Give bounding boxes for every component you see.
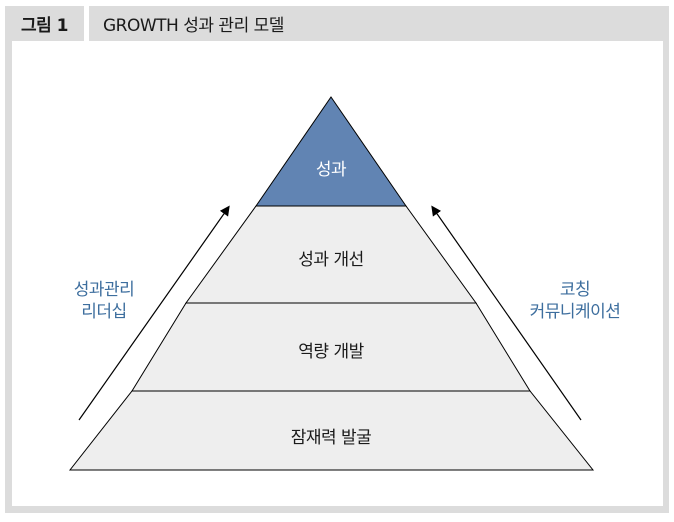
right-side-label: 코칭 커뮤니케이션 [530, 279, 621, 323]
header-divider [84, 6, 89, 41]
left-label-line1: 성과관리 [73, 280, 135, 300]
right-label-line1: 코칭 [559, 280, 591, 300]
layer-label-performance-improvement: 성과 개선 [298, 250, 364, 270]
layer-label-competency-development: 역량 개발 [298, 342, 364, 362]
left-arrow [78, 205, 230, 421]
figure-number: 그림 1 [5, 6, 84, 41]
layer-label-performance: 성과 [315, 160, 347, 180]
right-label-line2: 커뮤니케이션 [529, 302, 621, 322]
figure-title: GROWTH 성과 관리 모델 [89, 6, 664, 41]
layer-label-potential-discovery: 잠재력 발굴 [290, 428, 372, 448]
left-label-line2: 리더십 [81, 302, 127, 322]
left-side-label: 성과관리 리더십 [74, 279, 135, 323]
pyramid-layer-1 [255, 96, 407, 207]
right-arrow [431, 205, 582, 421]
